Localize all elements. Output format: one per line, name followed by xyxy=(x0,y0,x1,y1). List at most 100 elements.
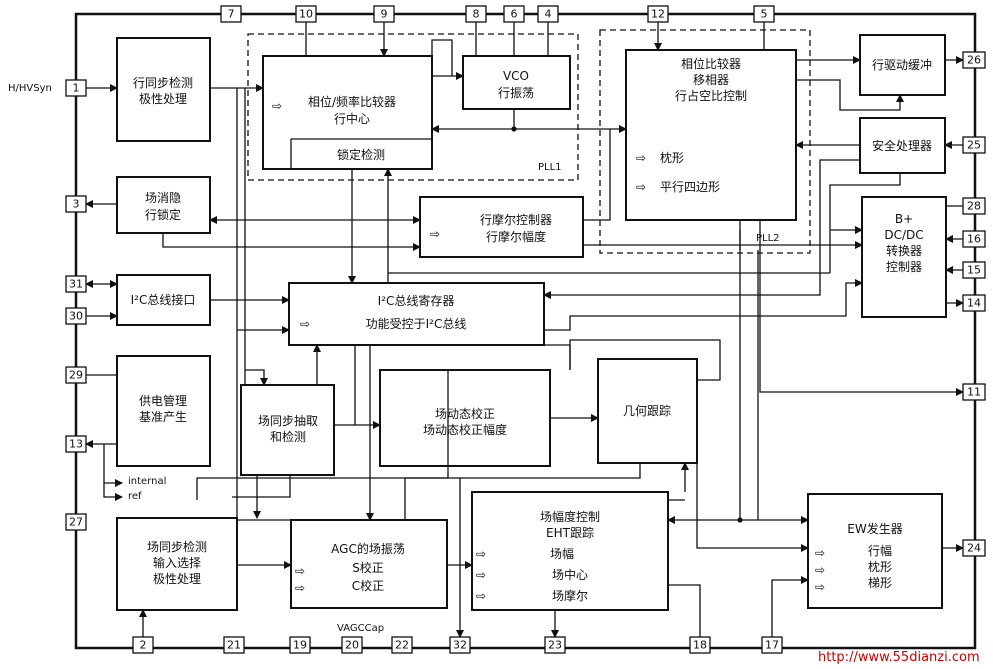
pin-26: 26 xyxy=(962,51,986,69)
dcdc-line4: 控制器 xyxy=(886,260,922,274)
pin-19: 19 xyxy=(289,636,311,654)
hsync-line2: 极性处理 xyxy=(139,92,187,106)
svg-text:17: 17 xyxy=(765,639,779,652)
svg-text:31: 31 xyxy=(69,278,83,291)
watermark-text: http://www.55dianzi.com xyxy=(818,650,980,665)
vsync-detect-line2: 输入选择 xyxy=(153,555,201,570)
internal-label: internal xyxy=(128,476,166,487)
pin-20: 20 xyxy=(341,636,363,654)
vamp-line1: 场幅度控制 xyxy=(540,509,600,524)
moire-line1: 行摩尔控制器 xyxy=(480,212,552,227)
power-line1: 供电管理 xyxy=(139,393,187,408)
arrow-icon: ⇨ xyxy=(815,546,825,560)
pin-14: 14 xyxy=(962,294,986,312)
svg-text:32: 32 xyxy=(453,639,467,652)
pin-11: 11 xyxy=(962,383,986,401)
pin-10: 10 xyxy=(295,5,317,23)
svg-text:11: 11 xyxy=(967,386,981,399)
phase-comp-block: 相位比较器 移相器 行占空比控制 ⇨ 枕形 ⇨ 平行四边形 xyxy=(625,49,797,221)
arrow-icon: ⇨ xyxy=(430,227,440,241)
i2c-interface-label: I²C总线接口 xyxy=(131,292,196,307)
pin-4: 4 xyxy=(537,5,559,23)
i2c-register-line1: I²C总线寄存器 xyxy=(378,293,455,308)
arrow-icon: ⇨ xyxy=(815,563,825,577)
agc-block: AGC的场振荡 ⇨ S校正 ⇨ C校正 xyxy=(290,519,448,609)
arrow-icon: ⇨ xyxy=(476,589,486,603)
hdrive-label: 行驱动缓冲 xyxy=(872,57,932,72)
pin-23: 23 xyxy=(544,636,566,654)
pin-2: 2 xyxy=(132,636,154,654)
arrow-icon: ⇨ xyxy=(815,580,825,594)
pin-7: 7 xyxy=(220,5,242,23)
signal-wires xyxy=(85,22,964,638)
pll2-label: PLL2 xyxy=(756,233,780,244)
vsync-extract-block: 场同步抽取 和检测 xyxy=(240,384,335,476)
svg-text:10: 10 xyxy=(299,8,313,21)
vco-block: VCO 行振荡 xyxy=(462,55,571,110)
pin-17: 17 xyxy=(761,636,783,654)
phase-freq-line1: 相位/频率比较器 xyxy=(308,94,396,109)
phase-comp-line3: 行占空比控制 xyxy=(675,88,747,103)
pin-22: 22 xyxy=(391,636,413,654)
vamp-line4: 场中心 xyxy=(552,567,588,582)
svg-text:30: 30 xyxy=(69,310,83,323)
pin-21: 21 xyxy=(223,636,245,654)
chip-outline xyxy=(74,12,977,650)
vsync-extract-line1: 场同步抽取 xyxy=(258,414,318,428)
ew-line2: 行幅 xyxy=(868,543,892,558)
vamp-block: 场幅度控制 EHT跟踪 ⇨ 场幅 ⇨ 场中心 ⇨ 场摩尔 xyxy=(471,491,669,611)
pincushion-label: 枕形 xyxy=(660,150,684,165)
dcdc-line2: DC/DC xyxy=(884,228,923,242)
pin-13: 13 xyxy=(65,435,87,453)
input-label: H/HVSyn xyxy=(8,83,52,94)
pin-8: 8 xyxy=(465,5,487,23)
power-block: 供电管理 基准产生 xyxy=(116,355,211,467)
pin-29: 29 xyxy=(65,366,87,384)
dcdc-block: B+ DC/DC 转换器 控制器 xyxy=(861,196,947,318)
svg-text:2: 2 xyxy=(140,639,147,652)
svg-text:25: 25 xyxy=(967,139,981,152)
svg-text:15: 15 xyxy=(967,264,981,277)
pin-25: 25 xyxy=(962,136,986,154)
arrow-icon: ⇨ xyxy=(476,568,486,582)
ew-line4: 梯形 xyxy=(868,576,892,590)
pll1-boundary xyxy=(247,33,579,181)
i2c-register-line2: 功能受控于I²C总线 xyxy=(366,317,467,331)
pin-24: 24 xyxy=(962,539,986,557)
arrow-icon: ⇨ xyxy=(272,99,282,113)
pin-5: 5 xyxy=(753,5,775,23)
power-line2: 基准产生 xyxy=(139,410,187,424)
pin-31: 31 xyxy=(65,275,87,293)
phase-comp-line2: 移相器 xyxy=(693,73,729,87)
ew-line3: 枕形 xyxy=(868,559,892,574)
svg-text:22: 22 xyxy=(395,639,409,652)
svg-text:14: 14 xyxy=(967,297,981,310)
moire-line2: 行摩尔幅度 xyxy=(486,229,546,244)
ref-label: ref xyxy=(128,491,142,502)
vsync-detect-line1: 场同步检测 xyxy=(147,539,207,554)
vdynamic-block: 场动态校正 场动态校正幅度 xyxy=(379,369,551,467)
svg-text:19: 19 xyxy=(293,639,307,652)
svg-text:9: 9 xyxy=(381,8,388,21)
arrow-icon: ⇨ xyxy=(636,180,646,194)
hsync-line1: 行同步检测 xyxy=(133,75,193,90)
pin-16: 16 xyxy=(962,230,986,248)
parallelogram-label: 平行四边形 xyxy=(660,180,720,194)
svg-text:1: 1 xyxy=(73,82,80,95)
vblank-line2: 行锁定 xyxy=(145,207,181,222)
vagccap-label: VAGCCap xyxy=(337,623,384,634)
pin-15: 15 xyxy=(962,261,986,279)
svg-text:21: 21 xyxy=(227,639,241,652)
agc-line2: S校正 xyxy=(352,560,384,575)
ew-line1: EW发生器 xyxy=(847,521,902,536)
svg-text:6: 6 xyxy=(511,8,518,21)
vco-line2: 行振荡 xyxy=(498,86,534,100)
geometry-block: 几何跟踪 xyxy=(597,358,698,464)
i2c-interface-block: I²C总线接口 xyxy=(116,274,211,326)
vblank-block: 场消隐 行锁定 xyxy=(116,176,211,234)
svg-text:24: 24 xyxy=(967,542,981,555)
svg-text:27: 27 xyxy=(69,516,83,529)
vsync-extract-line2: 和检测 xyxy=(270,429,306,444)
vamp-line2: EHT跟踪 xyxy=(546,526,594,540)
